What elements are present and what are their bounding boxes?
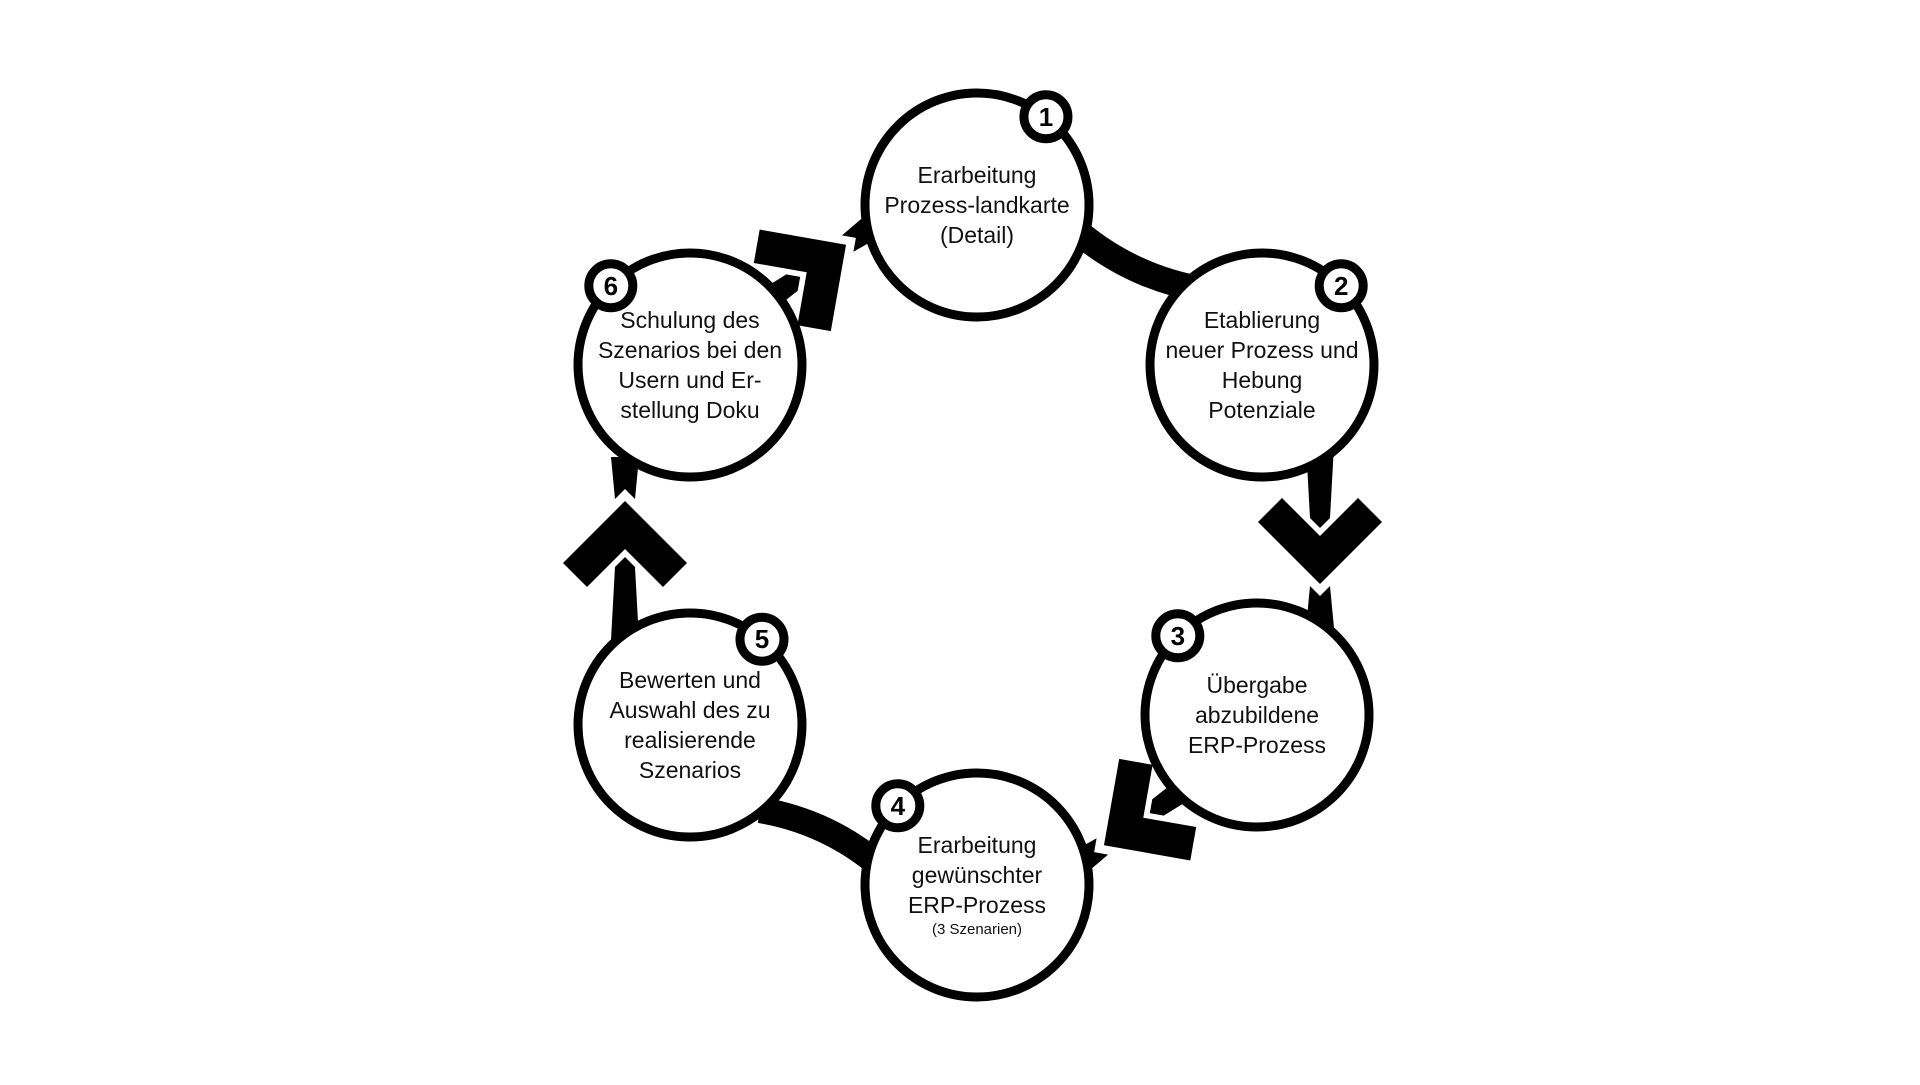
arrow-5-to-6: [563, 457, 687, 640]
chevron-icon: [753, 229, 847, 332]
step-label-line: realisierende: [624, 727, 756, 753]
step-circle: [573, 608, 807, 842]
step-number: 1: [1038, 101, 1054, 132]
step-label-line: Potenziale: [1208, 397, 1316, 423]
step-circle: [573, 248, 807, 482]
step-number-badge: [1151, 609, 1205, 663]
step-label-line: abzubildene: [1194, 702, 1320, 728]
chevron-icon: [1103, 758, 1197, 861]
step-label-line: gewünschter: [911, 862, 1043, 888]
step-number: 4: [890, 790, 906, 821]
arrow-shaft: [611, 457, 639, 499]
step-label-line: Prozess-landkarte: [884, 192, 1070, 218]
step-number: 6: [603, 270, 619, 301]
step-number-badge: [871, 779, 925, 833]
step-label-line: Erarbeitung: [917, 832, 1037, 858]
step-label-line: Auswahl des zu: [609, 697, 771, 723]
step-number: 5: [754, 624, 770, 655]
step-label-line: Schulung des: [620, 307, 760, 333]
step-circle: [860, 768, 1094, 1002]
step-circle: [860, 88, 1094, 322]
step-circle: [1140, 598, 1374, 832]
step-label-line: Übergabe: [1206, 672, 1308, 698]
step-label-line: stellung Doku: [620, 397, 760, 423]
step-label-line: neuer Prozess und: [1165, 337, 1359, 363]
step-sublabel: (3 Szenarien): [931, 921, 1023, 938]
step-number: 3: [1170, 620, 1186, 651]
step-number: 2: [1333, 270, 1349, 301]
step-label-line: Etablierung: [1203, 307, 1321, 333]
step-label-line: Szenarios: [638, 757, 742, 783]
arrow-shaft: [611, 557, 639, 640]
step-label-line: Erarbeitung: [917, 162, 1037, 188]
chevron-icon: [1258, 498, 1382, 584]
steps-layer: [573, 88, 1379, 1002]
step-number-badge: [584, 259, 638, 313]
step-label-line: ERP-Prozess: [1187, 732, 1327, 758]
step-label-line: Hebung: [1221, 367, 1303, 393]
step-label-line: Usern und Er-: [618, 367, 762, 393]
step-number-badge: [1314, 259, 1368, 313]
step-number-badge: [735, 612, 789, 666]
step-label-line: Szenarios bei den: [597, 337, 783, 363]
chevron-icon: [563, 501, 687, 587]
step-circle: [1145, 248, 1379, 482]
step-label-line: Bewerten und: [619, 667, 761, 693]
step-label-line: (Detail): [939, 222, 1015, 248]
step-label-line: ERP-Prozess: [907, 892, 1047, 918]
step-number-badge: [1019, 90, 1073, 144]
